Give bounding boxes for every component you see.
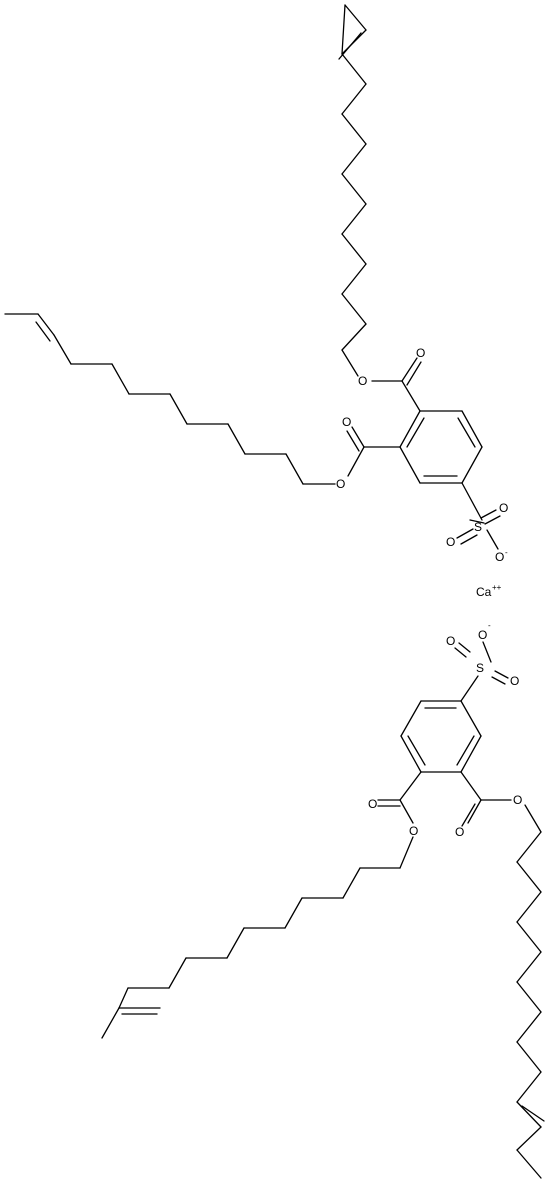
sulfonyl-oxygen-label: O xyxy=(510,674,519,688)
ester-oxygen-label: O xyxy=(513,793,522,807)
sulfonyl-oxygen-label: O xyxy=(499,501,508,515)
calcium-ion: Ca ++ xyxy=(476,583,502,599)
carbonyl-oxygen-label: O xyxy=(416,346,425,360)
sulfonate-oxygen-label: O xyxy=(495,550,504,564)
sulfur-label: S xyxy=(476,661,484,675)
sulfonyl-oxygen-label: O xyxy=(446,535,455,549)
calcium-label: Ca xyxy=(476,585,492,599)
sulfonate-oxygen-label: O xyxy=(478,628,487,642)
top-anion-bonds xyxy=(4,4,501,550)
negative-charge: - xyxy=(488,621,491,630)
bottom-anion-bonds xyxy=(101,641,545,1179)
ester-oxygen-label: O xyxy=(336,477,345,491)
ester-oxygen-label: O xyxy=(409,824,418,838)
sulfur-label: S xyxy=(474,520,482,534)
carbonyl-oxygen-label: O xyxy=(342,415,351,429)
positive-charge: ++ xyxy=(492,583,502,592)
ester-oxygen-label: O xyxy=(358,374,367,388)
carbonyl-oxygen-label: O xyxy=(368,797,377,811)
sulfonyl-oxygen-label: O xyxy=(446,634,455,648)
carbonyl-oxygen-label: O xyxy=(455,825,464,839)
top-anion-atoms: O O O O S O O O - xyxy=(336,346,508,564)
negative-charge: - xyxy=(505,548,508,557)
bottom-anion-atoms: O - O S O O O O O xyxy=(368,621,522,839)
